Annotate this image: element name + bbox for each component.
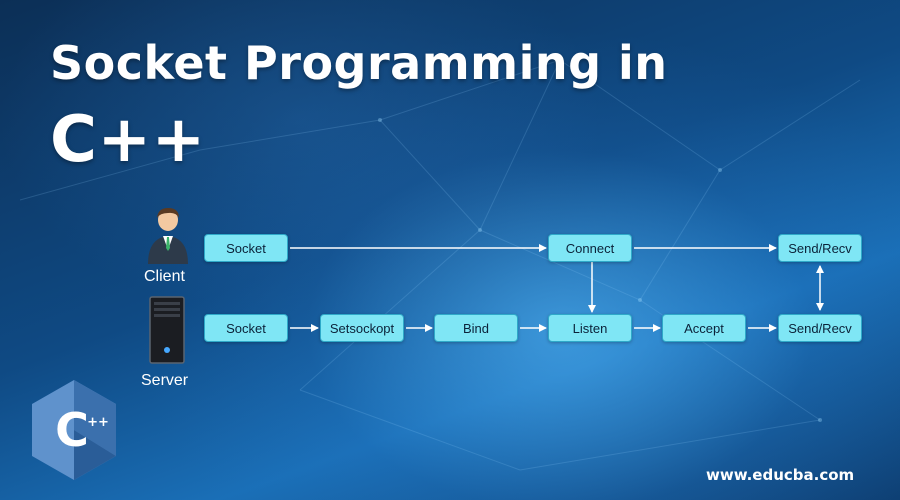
- footer-url[interactable]: www.educba.com: [706, 466, 855, 484]
- node-setsockopt: Setsockopt: [320, 314, 404, 342]
- node-client-send-recv: Send/Recv: [778, 234, 862, 262]
- cpp-logo-letter: C: [55, 403, 89, 457]
- client-label: Client: [144, 268, 185, 285]
- page-title-line-2: C++: [50, 103, 206, 177]
- page-title-line-1: Socket Programming in: [50, 36, 668, 90]
- node-bind: Bind: [434, 314, 518, 342]
- cpp-logo-plus: ++: [87, 415, 109, 430]
- cpp-logo-icon: C ++: [32, 380, 116, 480]
- node-server-send-recv: Send/Recv: [778, 314, 862, 342]
- node-server-socket: Socket: [204, 314, 288, 342]
- node-client-socket: Socket: [204, 234, 288, 262]
- server-tower-icon: [149, 296, 185, 364]
- node-listen: Listen: [548, 314, 632, 342]
- person-icon: [148, 208, 188, 264]
- node-accept: Accept: [662, 314, 746, 342]
- server-label: Server: [141, 372, 189, 389]
- node-connect: Connect: [548, 234, 632, 262]
